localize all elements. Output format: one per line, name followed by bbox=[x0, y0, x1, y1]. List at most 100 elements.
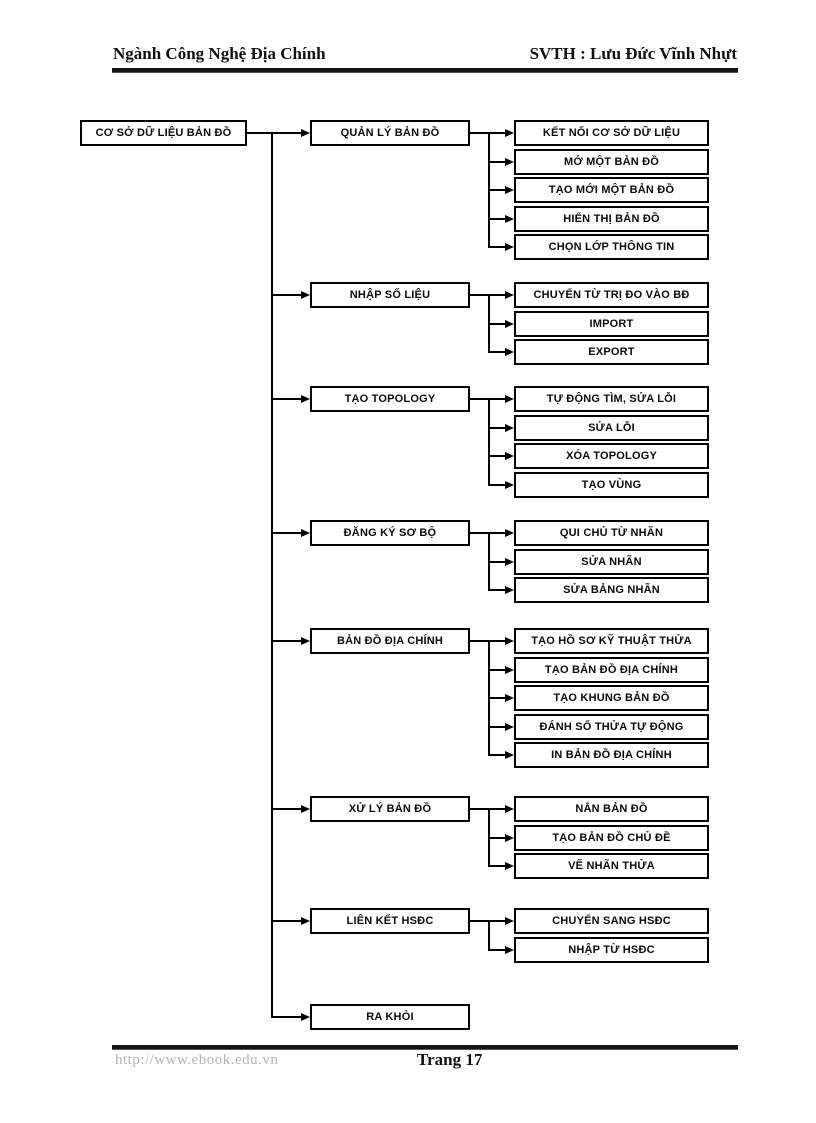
diagram-root-node: CƠ SỞ DỮ LIỆU BẢN ĐỒ bbox=[80, 120, 247, 146]
connector-line bbox=[488, 697, 506, 699]
connector-line bbox=[470, 920, 490, 922]
connector-line bbox=[488, 920, 506, 922]
connector-line bbox=[271, 1016, 302, 1018]
diagram-group-node: QUẢN LÝ BẢN ĐỒ bbox=[310, 120, 470, 146]
connector-line bbox=[488, 754, 506, 756]
diagram-group-node: LIÊN KẾT HSĐC bbox=[310, 908, 470, 934]
arrowhead-icon bbox=[505, 945, 514, 954]
diagram-child-node: CHUYỂN SANG HSĐC bbox=[514, 908, 709, 934]
connector-line bbox=[271, 294, 302, 296]
footer-page-number: Trang 17 bbox=[417, 1050, 483, 1069]
connector-line bbox=[470, 640, 490, 642]
arrowhead-icon bbox=[301, 1012, 310, 1021]
arrowhead-icon bbox=[505, 636, 514, 645]
arrowhead-icon bbox=[505, 128, 514, 137]
connector-line bbox=[488, 398, 490, 486]
page-header: Ngành Công Nghệ Địa Chính SVTH : Lưu Đức… bbox=[113, 44, 737, 64]
connector-line bbox=[488, 920, 490, 951]
arrowhead-icon bbox=[505, 528, 514, 537]
connector-line bbox=[488, 246, 506, 248]
diagram-child-node: SỬA BẢNG NHÃN bbox=[514, 577, 709, 603]
arrowhead-icon bbox=[505, 557, 514, 566]
header-right-text: SVTH : Lưu Đức Vĩnh Nhựt bbox=[529, 44, 737, 63]
diagram-child-node: HIỂN THỊ BẢN ĐỒ bbox=[514, 206, 709, 232]
connector-line bbox=[271, 532, 302, 534]
diagram-child-node: TẠO MỚI MỘT BẢN ĐỒ bbox=[514, 177, 709, 203]
connector-line bbox=[488, 837, 506, 839]
diagram-child-node: TẠO BẢN ĐỒ ĐỊA CHÍNH bbox=[514, 657, 709, 683]
connector-line bbox=[470, 294, 490, 296]
diagram-child-node: XÓA TOPOLOGY bbox=[514, 443, 709, 469]
diagram-child-node: SỬA NHÃN bbox=[514, 549, 709, 575]
arrowhead-icon bbox=[301, 528, 310, 537]
diagram-child-node: VẼ NHÃN THỬA bbox=[514, 853, 709, 879]
arrowhead-icon bbox=[505, 722, 514, 731]
diagram-child-node: NẮN BẢN ĐỒ bbox=[514, 796, 709, 822]
arrowhead-icon bbox=[301, 128, 310, 137]
connector-line bbox=[470, 398, 490, 400]
diagram-child-node: IMPORT bbox=[514, 311, 709, 337]
connector-line bbox=[488, 865, 506, 867]
connector-line bbox=[488, 726, 506, 728]
connector-line bbox=[488, 669, 506, 671]
connector-line bbox=[488, 427, 506, 429]
arrowhead-icon bbox=[505, 319, 514, 328]
connector-line bbox=[488, 351, 506, 353]
arrowhead-icon bbox=[505, 750, 514, 759]
arrowhead-icon bbox=[505, 861, 514, 870]
connector-line bbox=[247, 132, 302, 134]
connector-line bbox=[488, 132, 506, 134]
arrowhead-icon bbox=[505, 804, 514, 813]
diagram-child-node: SỬA LỖI bbox=[514, 415, 709, 441]
connector-line bbox=[488, 294, 506, 296]
arrowhead-icon bbox=[505, 423, 514, 432]
arrowhead-icon bbox=[505, 394, 514, 403]
diagram-child-node: MỞ MỘT BẢN ĐỒ bbox=[514, 149, 709, 175]
arrowhead-icon bbox=[505, 585, 514, 594]
connector-line bbox=[488, 161, 506, 163]
connector-line bbox=[488, 808, 506, 810]
diagram-child-node: KẾT NỐI CƠ SỞ DỮ LIỆU bbox=[514, 120, 709, 146]
connector-line bbox=[488, 532, 506, 534]
diagram-group-node: BẢN ĐỒ ĐỊA CHÍNH bbox=[310, 628, 470, 654]
diagram-child-node: QUI CHỦ TỪ NHÃN bbox=[514, 520, 709, 546]
diagram-group-node: XỬ LÝ BẢN ĐỒ bbox=[310, 796, 470, 822]
arrowhead-icon bbox=[505, 347, 514, 356]
connector-line bbox=[488, 398, 506, 400]
diagram-child-node: EXPORT bbox=[514, 339, 709, 365]
connector-line bbox=[488, 484, 506, 486]
arrowhead-icon bbox=[505, 833, 514, 842]
arrowhead-icon bbox=[505, 693, 514, 702]
connector-line bbox=[488, 589, 506, 591]
header-rule bbox=[112, 68, 738, 73]
footer-rule bbox=[112, 1045, 738, 1050]
diagram-child-node: NHẬP TỪ HSĐC bbox=[514, 937, 709, 963]
footer-url-text: http://www.ebook.edu.vn bbox=[115, 1052, 279, 1068]
connector-line bbox=[488, 455, 506, 457]
connector-line bbox=[488, 561, 506, 563]
diagram-child-node: TẠO VÙNG bbox=[514, 472, 709, 498]
connector-line bbox=[271, 808, 302, 810]
arrowhead-icon bbox=[301, 636, 310, 645]
connector-line bbox=[470, 808, 490, 810]
connector-line bbox=[488, 218, 506, 220]
diagram-child-node: TẠO HỒ SƠ KỸ THUẬT THỬA bbox=[514, 628, 709, 654]
diagram-child-node: TẠO KHUNG BẢN ĐỒ bbox=[514, 685, 709, 711]
arrowhead-icon bbox=[505, 480, 514, 489]
connector-line bbox=[488, 640, 506, 642]
arrowhead-icon bbox=[505, 665, 514, 674]
connector-line bbox=[488, 949, 506, 951]
arrowhead-icon bbox=[301, 394, 310, 403]
connector-line bbox=[470, 132, 490, 134]
arrowhead-icon bbox=[301, 290, 310, 299]
header-left-text: Ngành Công Nghệ Địa Chính bbox=[113, 44, 326, 63]
diagram-group-node: TẠO TOPOLOGY bbox=[310, 386, 470, 412]
diagram-group-node: ĐĂNG KÝ SƠ BỘ bbox=[310, 520, 470, 546]
connector-line bbox=[271, 398, 302, 400]
arrowhead-icon bbox=[505, 185, 514, 194]
arrowhead-icon bbox=[505, 242, 514, 251]
arrowhead-icon bbox=[505, 451, 514, 460]
connector-line bbox=[271, 132, 273, 1018]
